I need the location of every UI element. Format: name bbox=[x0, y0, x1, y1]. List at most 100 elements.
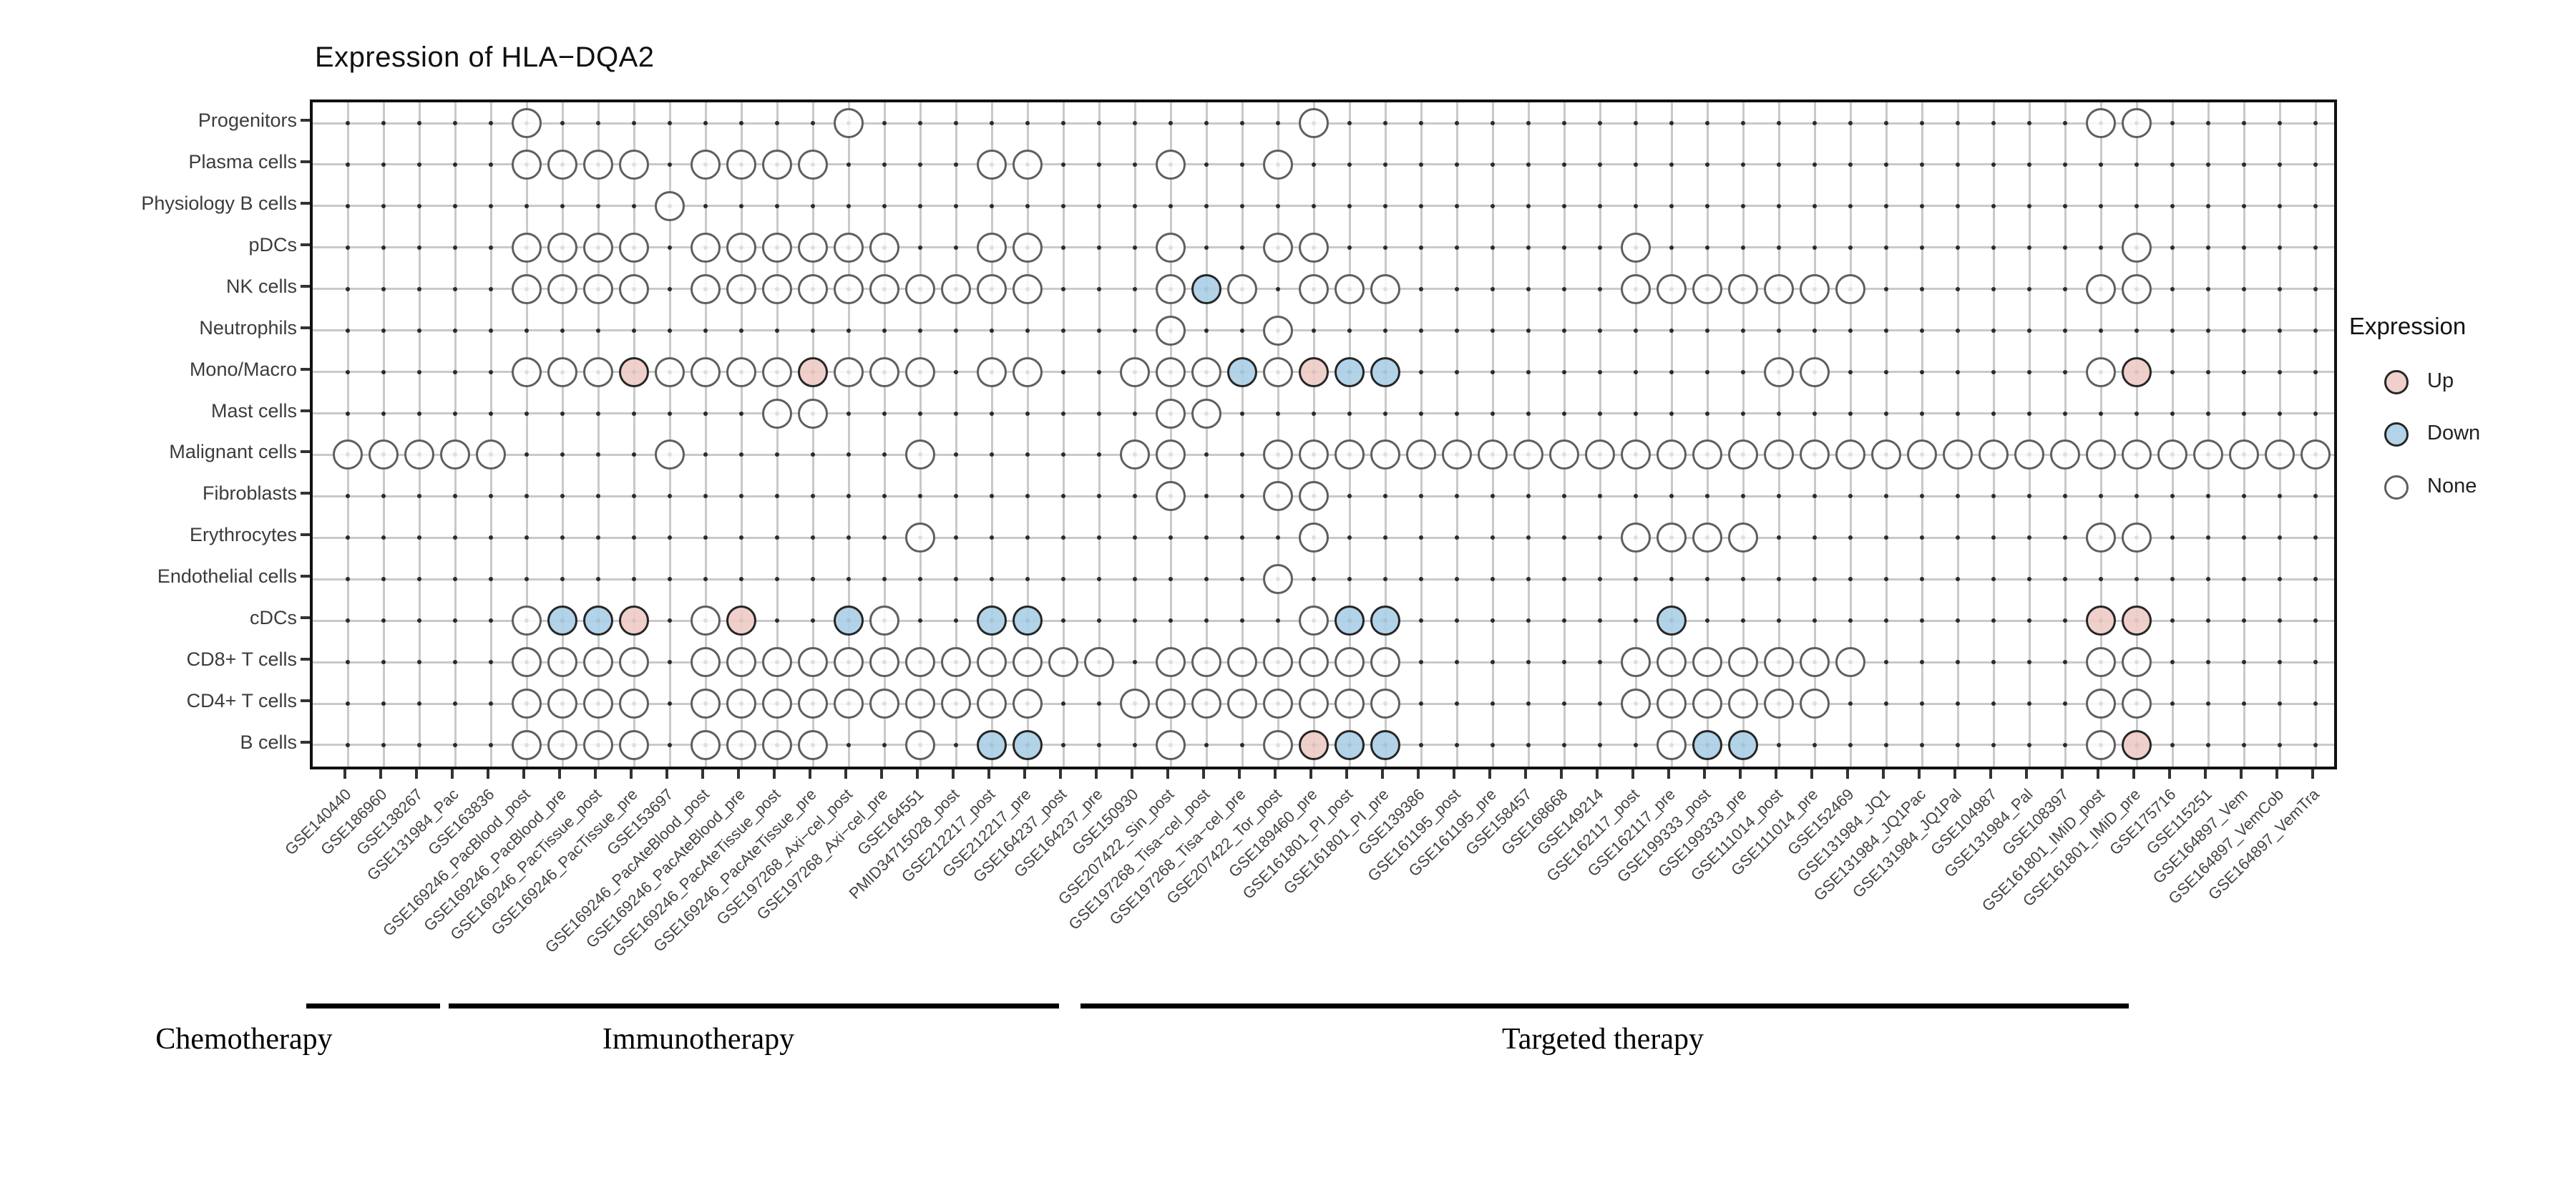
expression-dot-down[interactable] bbox=[1728, 729, 1758, 760]
expression-dot-none[interactable] bbox=[2157, 439, 2187, 470]
expression-dot-none[interactable] bbox=[1549, 439, 1579, 470]
expression-dot-none[interactable] bbox=[2086, 108, 2116, 138]
expression-dot-none[interactable] bbox=[762, 647, 792, 678]
expression-dot-none[interactable] bbox=[1728, 273, 1758, 304]
expression-dot-down[interactable] bbox=[1370, 606, 1400, 636]
expression-dot-none[interactable] bbox=[1156, 315, 1186, 346]
expression-dot-none[interactable] bbox=[404, 439, 434, 470]
expression-dot-none[interactable] bbox=[691, 273, 721, 304]
expression-dot-none[interactable] bbox=[2086, 273, 2116, 304]
expression-dot-none[interactable] bbox=[1835, 439, 1865, 470]
expression-dot-none[interactable] bbox=[1728, 523, 1758, 553]
expression-dot-none[interactable] bbox=[798, 232, 828, 263]
expression-dot-none[interactable] bbox=[691, 606, 721, 636]
expression-dot-none[interactable] bbox=[1120, 689, 1150, 719]
expression-dot-none[interactable] bbox=[547, 689, 577, 719]
expression-dot-down[interactable] bbox=[977, 606, 1007, 636]
expression-dot-none[interactable] bbox=[1764, 689, 1794, 719]
expression-dot-none[interactable] bbox=[1692, 273, 1722, 304]
expression-dot-none[interactable] bbox=[941, 689, 971, 719]
expression-dot-none[interactable] bbox=[1156, 689, 1186, 719]
expression-dot-none[interactable] bbox=[905, 439, 935, 470]
expression-dot-none[interactable] bbox=[512, 689, 542, 719]
expression-dot-none[interactable] bbox=[1800, 689, 1830, 719]
expression-dot-none[interactable] bbox=[655, 439, 685, 470]
expression-dot-none[interactable] bbox=[583, 647, 613, 678]
expression-dot-none[interactable] bbox=[726, 729, 756, 760]
expression-dot-none[interactable] bbox=[1263, 689, 1293, 719]
expression-dot-none[interactable] bbox=[834, 108, 864, 138]
expression-dot-down[interactable] bbox=[1335, 356, 1365, 387]
expression-dot-none[interactable] bbox=[512, 606, 542, 636]
expression-dot-none[interactable] bbox=[512, 273, 542, 304]
expression-dot-none[interactable] bbox=[762, 273, 792, 304]
expression-dot-none[interactable] bbox=[905, 273, 935, 304]
expression-dot-none[interactable] bbox=[1048, 647, 1078, 678]
expression-dot-none[interactable] bbox=[547, 729, 577, 760]
expression-dot-none[interactable] bbox=[1764, 273, 1794, 304]
expression-dot-none[interactable] bbox=[2122, 689, 2152, 719]
expression-dot-down[interactable] bbox=[1013, 729, 1043, 760]
expression-dot-none[interactable] bbox=[762, 398, 792, 429]
expression-dot-none[interactable] bbox=[1299, 232, 1329, 263]
expression-dot-none[interactable] bbox=[905, 523, 935, 553]
expression-dot-none[interactable] bbox=[1585, 439, 1615, 470]
expression-dot-none[interactable] bbox=[512, 108, 542, 138]
expression-dot-up[interactable] bbox=[2122, 606, 2152, 636]
expression-dot-none[interactable] bbox=[2122, 273, 2152, 304]
expression-dot-none[interactable] bbox=[1156, 647, 1186, 678]
expression-dot-none[interactable] bbox=[691, 689, 721, 719]
expression-dot-none[interactable] bbox=[2122, 108, 2152, 138]
expression-dot-none[interactable] bbox=[869, 356, 899, 387]
expression-dot-none[interactable] bbox=[977, 273, 1007, 304]
expression-dot-none[interactable] bbox=[1335, 647, 1365, 678]
expression-dot-none[interactable] bbox=[905, 729, 935, 760]
expression-dot-none[interactable] bbox=[834, 356, 864, 387]
expression-dot-none[interactable] bbox=[547, 356, 577, 387]
expression-dot-none[interactable] bbox=[1156, 232, 1186, 263]
expression-dot-none[interactable] bbox=[440, 439, 470, 470]
legend-swatch-up[interactable] bbox=[2384, 370, 2409, 394]
expression-dot-none[interactable] bbox=[1513, 439, 1543, 470]
expression-dot-none[interactable] bbox=[1621, 273, 1651, 304]
expression-dot-none[interactable] bbox=[1156, 356, 1186, 387]
expression-dot-none[interactable] bbox=[512, 149, 542, 180]
expression-dot-none[interactable] bbox=[726, 273, 756, 304]
expression-dot-none[interactable] bbox=[2229, 439, 2259, 470]
expression-dot-none[interactable] bbox=[869, 606, 899, 636]
expression-dot-none[interactable] bbox=[941, 647, 971, 678]
expression-dot-none[interactable] bbox=[1979, 439, 2009, 470]
expression-dot-none[interactable] bbox=[1156, 398, 1186, 429]
expression-dot-none[interactable] bbox=[1871, 439, 1901, 470]
expression-dot-none[interactable] bbox=[2086, 647, 2116, 678]
expression-dot-none[interactable] bbox=[1191, 689, 1221, 719]
expression-dot-none[interactable] bbox=[1013, 647, 1043, 678]
expression-dot-none[interactable] bbox=[583, 149, 613, 180]
expression-dot-none[interactable] bbox=[1764, 439, 1794, 470]
expression-dot-none[interactable] bbox=[977, 356, 1007, 387]
expression-dot-down[interactable] bbox=[1692, 729, 1722, 760]
expression-dot-down[interactable] bbox=[1335, 729, 1365, 760]
expression-dot-none[interactable] bbox=[1335, 273, 1365, 304]
expression-dot-none[interactable] bbox=[2122, 439, 2152, 470]
expression-dot-down[interactable] bbox=[1227, 356, 1257, 387]
expression-dot-up[interactable] bbox=[2086, 606, 2116, 636]
expression-dot-none[interactable] bbox=[905, 647, 935, 678]
expression-dot-none[interactable] bbox=[1299, 108, 1329, 138]
expression-dot-none[interactable] bbox=[1299, 647, 1329, 678]
expression-dot-none[interactable] bbox=[1728, 439, 1758, 470]
expression-dot-none[interactable] bbox=[369, 439, 399, 470]
expression-dot-none[interactable] bbox=[619, 689, 649, 719]
expression-dot-none[interactable] bbox=[2086, 729, 2116, 760]
expression-dot-none[interactable] bbox=[977, 689, 1007, 719]
expression-dot-none[interactable] bbox=[1621, 647, 1651, 678]
expression-dot-none[interactable] bbox=[1657, 439, 1687, 470]
expression-dot-none[interactable] bbox=[762, 729, 792, 760]
expression-dot-none[interactable] bbox=[762, 356, 792, 387]
expression-dot-none[interactable] bbox=[2086, 439, 2116, 470]
expression-dot-none[interactable] bbox=[1299, 481, 1329, 512]
expression-dot-none[interactable] bbox=[691, 647, 721, 678]
expression-dot-none[interactable] bbox=[691, 356, 721, 387]
expression-dot-none[interactable] bbox=[1692, 689, 1722, 719]
expression-dot-none[interactable] bbox=[547, 232, 577, 263]
